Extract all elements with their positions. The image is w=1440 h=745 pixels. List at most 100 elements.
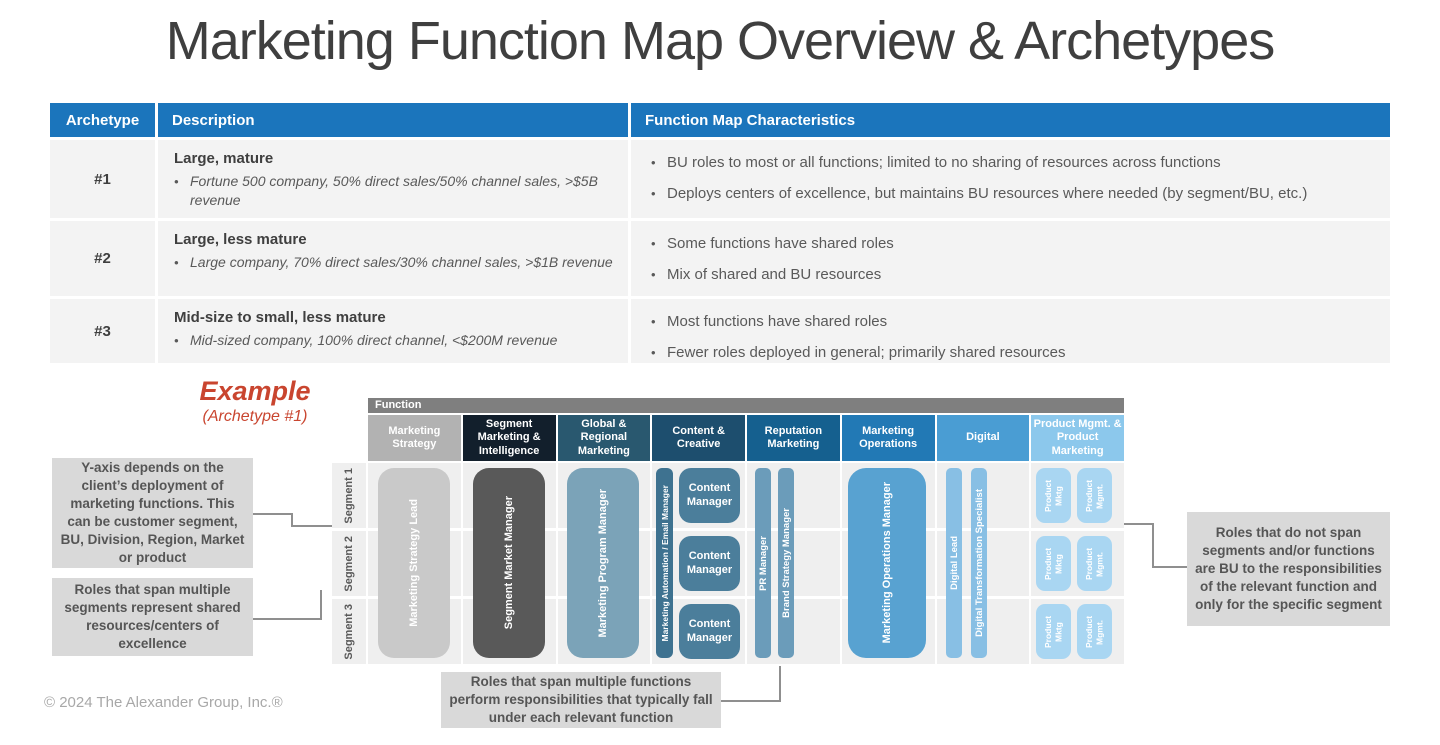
table-row: #1 Large, mature •Fortune 500 company, 5…	[50, 140, 1390, 218]
function-bar-label: Function	[375, 399, 422, 411]
description-title: Mid-size to small, less mature	[174, 309, 386, 326]
characteristic-bullet: •Fewer roles deployed in general; primar…	[651, 343, 1376, 363]
copyright-text: © 2024 The Alexander Group, Inc.®	[44, 694, 283, 711]
description-cell: Mid-size to small, less mature • Mid-size…	[158, 299, 628, 363]
example-label: Example	[199, 376, 311, 406]
description-title: Large, less mature	[174, 231, 307, 248]
table-header-row: Archetype Description Function Map Chara…	[50, 103, 1390, 137]
characteristic-bullet: • BU roles to most or all functions; limi…	[651, 153, 1376, 173]
role-bar-digital-transformation-specialist: Digital Transformation Specialist	[971, 468, 987, 658]
characteristics-cell: •Some functions have shared roles •Mix o…	[631, 221, 1390, 296]
callout-span-segments: Roles that span multiple segments repres…	[52, 578, 253, 656]
role-box-product-mgmt: Product Mgmt.	[1077, 536, 1112, 591]
description-cell: Large, mature • Fortune 500 company, 50% …	[158, 140, 628, 218]
role-bar-marketing-operations-manager: Marketing Operations Manager	[848, 468, 926, 658]
role-label: Content Manager	[686, 549, 733, 576]
table-row: #2 Large, less mature • Large company, 70…	[50, 221, 1390, 296]
callout-no-span: Roles that do not span segments and/or f…	[1187, 512, 1390, 626]
table-header-characteristics: Function Map Characteristics	[631, 103, 1390, 137]
column-header-global-regional: Global & Regional Marketing	[557, 415, 651, 461]
connector-line	[721, 700, 781, 702]
column-header-reputation-marketing: Reputation Marketing	[747, 415, 840, 461]
characteristics-cell: • BU roles to most or all functions; limi…	[631, 140, 1390, 218]
example-sublabel: (Archetype #1)	[202, 408, 308, 425]
role-box-product-mktg: Product Mktg	[1036, 536, 1071, 591]
column-header-digital: Digital	[936, 415, 1030, 461]
role-label: Segment Market Manager	[503, 496, 515, 630]
bullet-icon: •	[651, 186, 656, 202]
role-label: Product Mktg	[1042, 547, 1064, 580]
function-column-headers: Marketing Strategy Segment Marketing & I…	[368, 415, 1124, 461]
connector-line	[253, 513, 293, 515]
column-header-content-creative: Content & Creative	[652, 415, 745, 461]
role-label: Product Mktg	[1042, 479, 1064, 512]
segment-label-text: Segment 2	[343, 535, 355, 592]
connector-line	[291, 513, 293, 527]
column-header-marketing-operations: Marketing Operations	[841, 415, 935, 461]
role-label: Marketing Automation / Email Manager	[659, 484, 670, 642]
bullet-text: Large company, 70% direct sales/30% chan…	[190, 254, 613, 270]
role-bar-digital-lead: Digital Lead	[946, 468, 962, 658]
page-title: Marketing Function Map Overview & Archet…	[165, 11, 1275, 71]
segment-label-text: Segment 3	[343, 603, 355, 660]
callout-y-axis: Y-axis depends on the client’s deploymen…	[52, 458, 253, 568]
bullet-icon: •	[174, 255, 179, 270]
role-label: Product Mgmt.	[1083, 547, 1105, 580]
table-header-description: Description	[158, 103, 628, 137]
column-header-segment-marketing: Segment Marketing & Intelligence	[462, 415, 556, 461]
archetype-number: #3	[50, 299, 155, 363]
bullet-text: Deploys centers of excellence, but maint…	[667, 185, 1308, 203]
segment-row-label: Segment 1	[332, 463, 366, 528]
bullet-text: Mid-sized company, 100% direct channel, …	[190, 332, 558, 348]
description-bullet: • Fortune 500 company, 50% direct sales/5…	[174, 172, 614, 210]
characteristic-bullet: •Most functions have shared roles	[651, 312, 1376, 332]
role-box-product-mgmt: Product Mgmt.	[1077, 604, 1112, 659]
bullet-text: Fortune 500 company, 50% direct sales/50…	[190, 173, 598, 208]
connector-line	[1152, 523, 1154, 568]
example-label-group: Example (Archetype #1)	[160, 376, 350, 426]
role-label: Product Mgmt.	[1083, 615, 1105, 648]
role-box-content-manager: Content Manager	[679, 604, 740, 659]
connector-line	[1124, 523, 1154, 525]
function-map-diagram: Function Marketing Strategy Segment Mark…	[330, 398, 1126, 666]
role-bar-brand-strategy-manager: Brand Strategy Manager	[778, 468, 794, 658]
segment-label-text: Segment 1	[343, 467, 355, 524]
role-label: Marketing Program Manager	[597, 488, 609, 638]
archetype-number: #2	[50, 221, 155, 296]
role-label: Marketing Operations Manager	[881, 482, 893, 644]
role-box-product-mgmt: Product Mgmt.	[1077, 468, 1112, 523]
description-title: Large, mature	[174, 150, 274, 167]
bullet-text: Some functions have shared roles	[667, 235, 894, 252]
connector-line	[779, 666, 781, 702]
segment-row-label: Segment 3	[332, 599, 366, 664]
role-label: Marketing Strategy Lead	[408, 499, 420, 627]
bullet-icon: •	[651, 314, 656, 329]
role-bar-marketing-strategy-lead: Marketing Strategy Lead	[378, 468, 450, 658]
bullet-icon: •	[174, 333, 179, 348]
role-label: Digital Lead	[948, 536, 960, 590]
table-row: #3 Mid-size to small, less mature •Mid-s…	[50, 299, 1390, 363]
description-bullet: • Large company, 70% direct sales/30% cha…	[174, 253, 614, 272]
bullet-icon: •	[174, 174, 179, 189]
role-label: Product Mktg	[1042, 615, 1064, 648]
characteristic-bullet: • Deploys centers of excellence, but main…	[651, 184, 1376, 204]
description-cell: Large, less mature • Large company, 70% d…	[158, 221, 628, 296]
column-header-product-mgmt: Product Mgmt. & Product Marketing	[1031, 415, 1124, 461]
role-box-content-manager: Content Manager	[679, 468, 740, 523]
bullet-text: BU roles to most or all functions; limit…	[667, 154, 1221, 171]
role-label: PR Manager	[757, 535, 769, 591]
characteristic-bullet: •Mix of shared and BU resources	[651, 265, 1376, 285]
role-label: Brand Strategy Manager	[780, 508, 792, 618]
archetype-table: Archetype Description Function Map Chara…	[50, 103, 1390, 363]
role-box-product-mktg: Product Mktg	[1036, 604, 1071, 659]
connector-line	[1152, 566, 1187, 568]
role-bar-marketing-program-manager: Marketing Program Manager	[567, 468, 639, 658]
bullet-text: Fewer roles deployed in general; primari…	[667, 344, 1066, 362]
bullet-icon: •	[651, 155, 656, 170]
role-box-content-manager: Content Manager	[679, 536, 740, 591]
column-header-marketing-strategy: Marketing Strategy	[368, 415, 461, 461]
connector-line	[253, 618, 322, 620]
characteristics-cell: •Most functions have shared roles •Fewer…	[631, 299, 1390, 363]
connector-line	[320, 590, 322, 620]
